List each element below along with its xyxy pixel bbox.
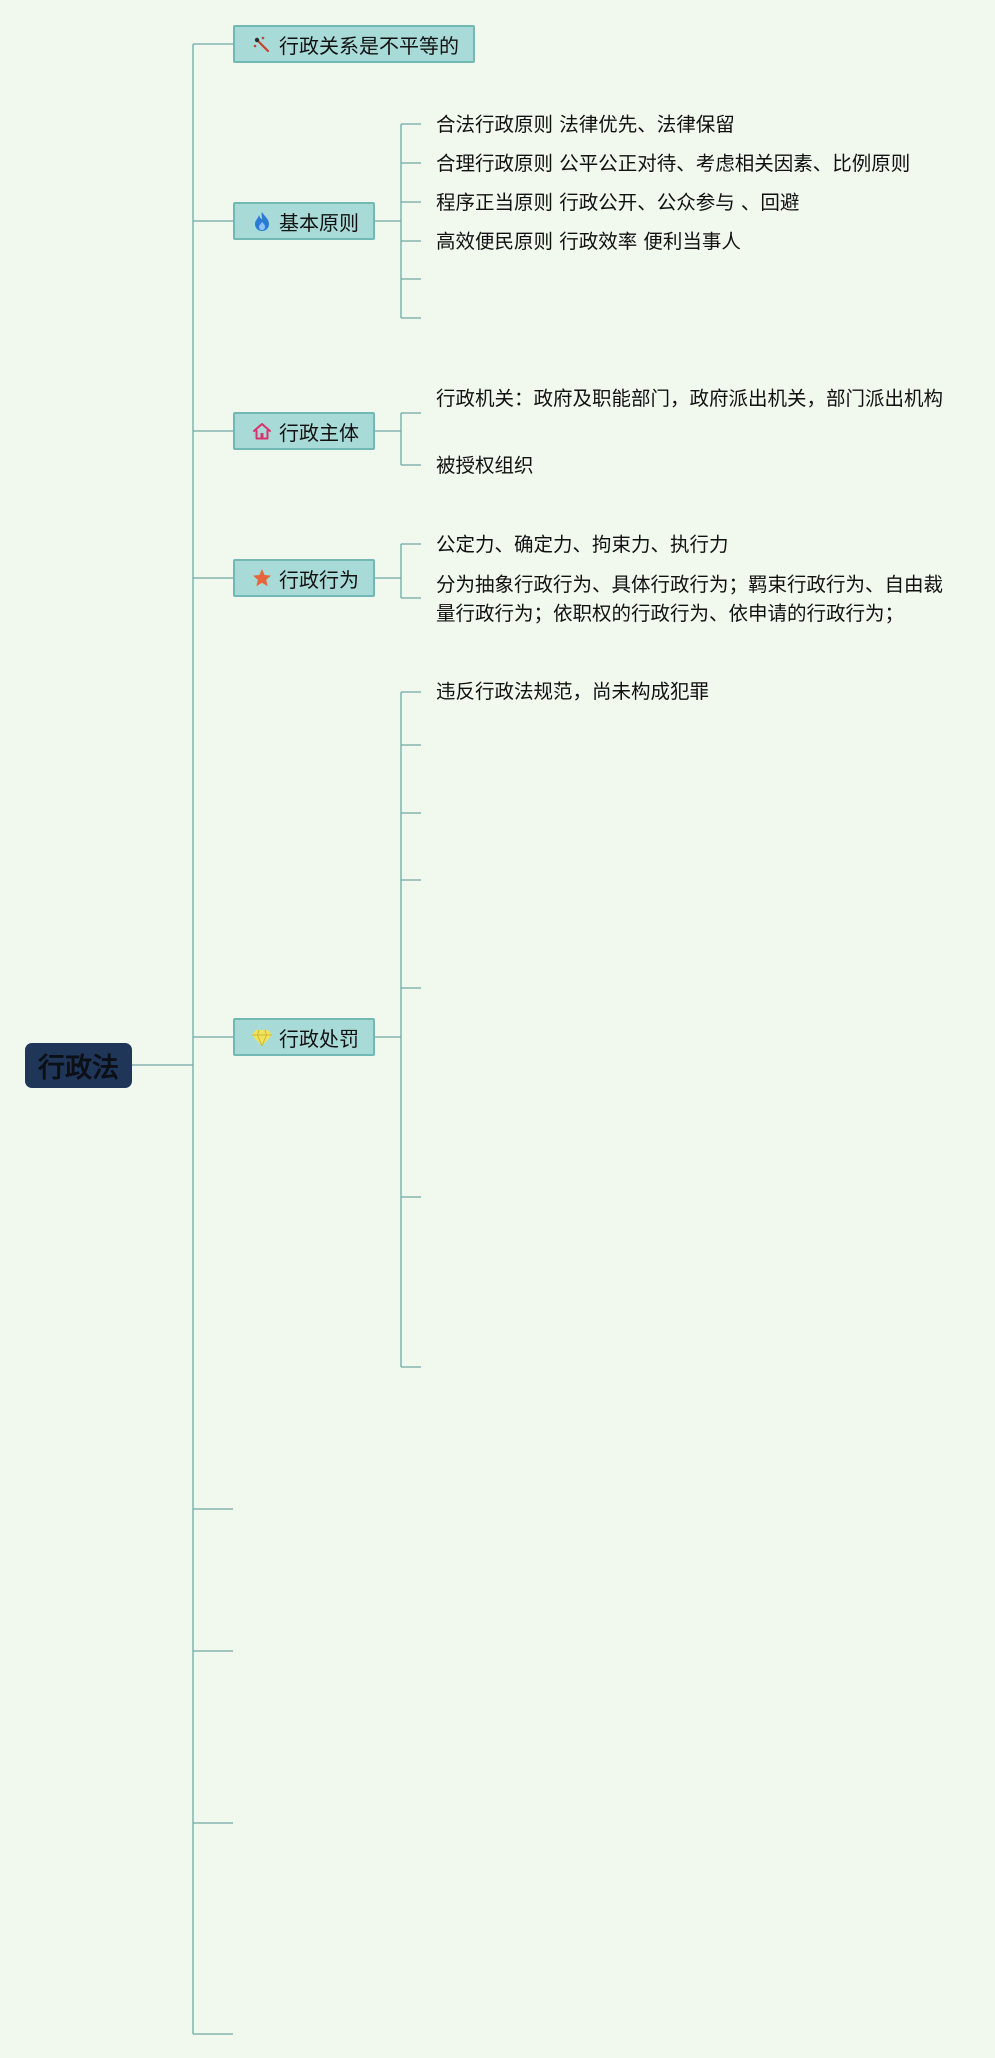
leaf-efficiency-principle[interactable]: 高效便民原则 行政效率 便利当事人 [436, 230, 741, 253]
leaf-authorized-org[interactable]: 被授权组织 [436, 454, 534, 477]
leaf-admin-organ[interactable]: 行政机关：政府及职能部门，政府派出机关，部门派出机构 [436, 387, 944, 410]
leaf-legal-principle[interactable]: 合法行政原则 法律优先、法律保留 [436, 113, 735, 136]
leaf-procedure-principle[interactable]: 程序正当原则 行政公开、公众参与 、回避 [436, 191, 800, 214]
branch-label: 行政行为 [279, 567, 359, 592]
leaf-act-effects[interactable]: 公定力、确定力、拘束力、执行力 [436, 533, 729, 556]
branch-node-subject[interactable]: 行政主体 [233, 412, 375, 450]
leaf-reasonable-principle[interactable]: 合理行政原则 公平公正对待、考虑相关因素、比例原则 [436, 152, 911, 175]
branch-node-penalty[interactable]: 行政处罚 [233, 1018, 375, 1056]
house-icon [253, 423, 271, 440]
branch-label: 基本原则 [279, 210, 359, 235]
branch-label: 行政关系是不平等的 [279, 33, 459, 58]
root-node[interactable]: 行政法 [25, 1043, 132, 1088]
branch-node-relationship[interactable]: 行政关系是不平等的 [233, 25, 475, 63]
branch-label: 行政处罚 [279, 1026, 359, 1051]
branch-node-principles[interactable]: 基本原则 [233, 202, 375, 240]
branch-label: 行政主体 [279, 420, 359, 445]
pen-icon [253, 36, 270, 53]
star-icon [253, 569, 271, 587]
diamond-icon [252, 1029, 272, 1047]
leaf-act-types[interactable]: 分为抽象行政行为、具体行政行为；羁束行政行为、自由裁量行政行为；依职权的行政行为… [436, 573, 944, 625]
leaf-penalty-condition[interactable]: 违反行政法规范，尚未构成犯罪 [436, 680, 710, 703]
branch-node-act[interactable]: 行政行为 [233, 559, 375, 597]
root-label: 行政法 [38, 1053, 119, 1084]
flame-icon [255, 212, 269, 231]
